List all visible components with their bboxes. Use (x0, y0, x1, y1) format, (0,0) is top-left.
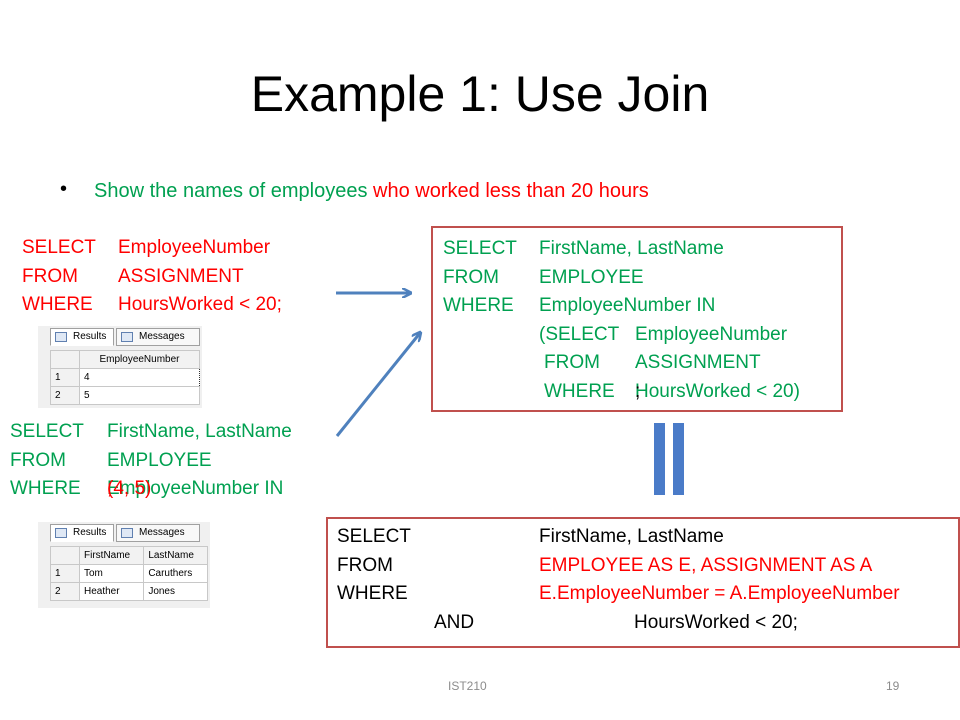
sql-value: FirstName, LastName (539, 526, 724, 547)
sql-value: E.EmployeeNumber = A.EmployeeNumber (539, 583, 900, 604)
tab-messages[interactable]: Messages (116, 328, 200, 346)
table-row: 2 Heather Jones (50, 582, 208, 601)
sql-value: EmployeeNumber (635, 323, 788, 345)
sql-value: EmployeeNumber IN (539, 295, 716, 316)
sql-keyword: WHERE (22, 294, 93, 315)
sql-keyword: FROM (10, 449, 66, 471)
sql-value-text: EmployeeNumber IN (107, 478, 284, 499)
sql-value: EMPLOYEE (539, 266, 644, 288)
sql-keyword: (SELECT (539, 323, 620, 345)
sql-value: FirstName, LastName (107, 421, 292, 442)
result-grid-names: Results Messages FirstName LastName 1 To… (38, 522, 210, 608)
table-cell[interactable]: Heather (78, 582, 145, 601)
sql-keyword: WHERE (10, 478, 81, 499)
table-cell[interactable]: 5 (79, 386, 200, 405)
slide-title: Example 1: Use Join (250, 66, 710, 122)
sql-value-text: HoursWorked < 20) (635, 380, 800, 402)
messages-icon (121, 528, 133, 538)
sql-value: EMPLOYEE AS E, ASSIGNMENT AS A (539, 554, 873, 576)
footer-course: IST210 (448, 679, 487, 693)
query-join-box: SELECT FirstName, LastName FROM EMPLOYEE A… (326, 517, 960, 648)
sql-literal-list: (4, 5) (107, 478, 152, 499)
query-subquery-standalone: SELECT EmployeeNumber FROM ASSIGNMENT WHER… (22, 234, 322, 320)
equivalent-icon (654, 423, 684, 495)
table-row: 2 5 (50, 386, 200, 405)
row-number-header (50, 350, 80, 369)
query-nested-box: SELECT FirstName, LastName FROM EMPLOYEE W… (431, 226, 843, 412)
sql-keyword: FROM (443, 266, 499, 288)
bullet-dot-icon: • (60, 178, 68, 200)
query-names-by-number: SELECT FirstName, LastName FROM EMPLOYEE W… (10, 418, 400, 504)
row-number: 2 (50, 386, 80, 405)
tab-messages[interactable]: Messages (116, 524, 200, 542)
result-table: EmployeeNumber 1 4 2 5 (50, 350, 200, 405)
bullet-text-green: Show the names of employees (94, 180, 374, 202)
grid-icon (55, 332, 67, 342)
sql-terminator: ; (635, 380, 641, 402)
sql-keyword: WHERE (443, 295, 514, 316)
bullet-text: Show the names of employees who worked l… (94, 178, 649, 204)
sql-value: EmployeeNumber (118, 237, 271, 258)
row-number-header (50, 546, 80, 565)
result-table: FirstName LastName 1 Tom Caruthers 2 Hea… (50, 546, 208, 601)
row-number: 2 (50, 582, 80, 601)
sql-value: FirstName, LastName (539, 238, 724, 259)
sql-value: ASSIGNMENT (635, 352, 761, 373)
sql-keyword: SELECT (22, 237, 96, 258)
sql-keyword: WHERE (337, 583, 408, 604)
table-cell[interactable]: Jones (143, 582, 208, 601)
column-header: FirstName (78, 546, 145, 565)
sql-terminator: ; (107, 478, 113, 499)
sql-value: HoursWorked < 20; (118, 294, 282, 315)
sql-keyword: FROM (22, 265, 78, 287)
column-header: EmployeeNumber (79, 350, 200, 369)
bullet-text-red: who worked less than 20 hours (373, 180, 649, 202)
tab-results-label: Results (73, 331, 107, 342)
tab-results[interactable]: Results (50, 524, 114, 542)
sql-value: EMPLOYEE (107, 449, 212, 471)
sql-keyword: SELECT (337, 526, 411, 547)
sql-keyword: SELECT (10, 421, 84, 442)
arrow-up-right-icon (335, 333, 420, 437)
messages-icon (121, 332, 133, 342)
sql-keyword: FROM (337, 554, 393, 576)
sql-keyword: FROM (544, 352, 600, 373)
table-row: 1 Tom Caruthers (50, 564, 208, 583)
tab-results[interactable]: Results (50, 328, 114, 346)
sql-keyword: AND (434, 611, 475, 633)
result-grid-employee-number: Results Messages EmployeeNumber 1 4 2 5 (38, 326, 202, 408)
sql-keyword: WHERE (544, 380, 615, 402)
sql-keyword: SELECT (443, 238, 517, 259)
footer-page-number: 19 (886, 679, 900, 693)
grid-icon (55, 528, 67, 538)
tab-messages-label: Messages (139, 527, 185, 538)
tab-messages-label: Messages (139, 331, 185, 342)
sql-value: ASSIGNMENT (118, 265, 244, 287)
sql-value: HoursWorked < 20; (634, 611, 798, 633)
tab-results-label: Results (73, 527, 107, 538)
